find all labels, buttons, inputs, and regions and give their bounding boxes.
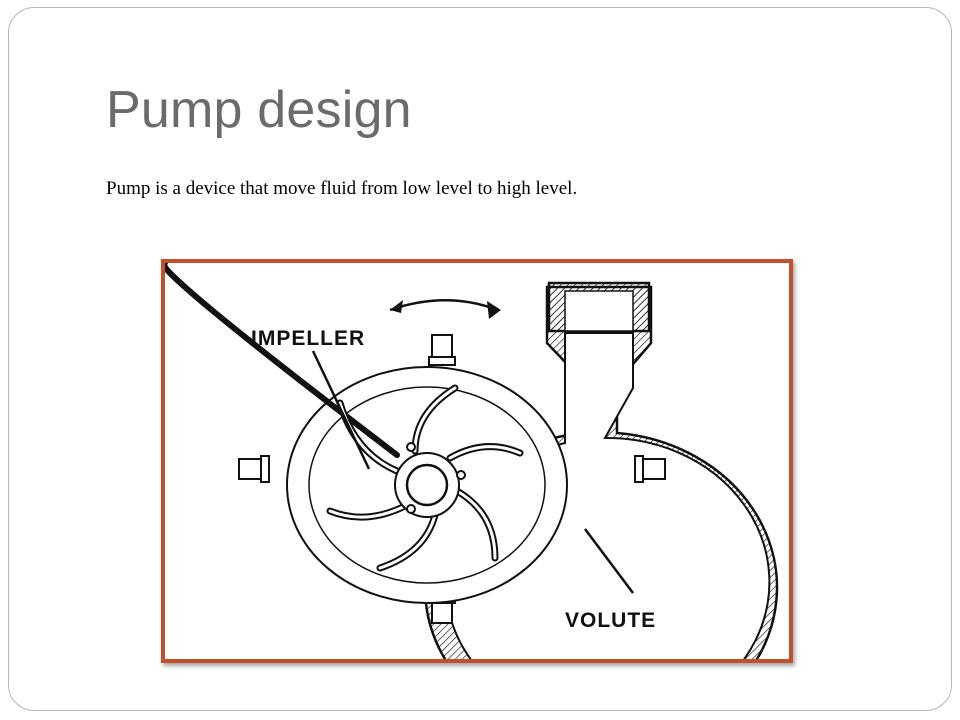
impeller-label: IMPELLER <box>251 327 365 350</box>
impeller-leader-line <box>311 350 371 470</box>
impeller <box>165 263 568 604</box>
pump-diagram-figure: IMPELLER VOLUTE <box>161 259 793 663</box>
volute-leader-line <box>584 528 634 594</box>
slide-body-text: Pump is a device that move fluid from lo… <box>106 178 578 199</box>
volute-label: VOLUTE <box>565 609 656 632</box>
slide-title: Pump design <box>106 81 412 139</box>
rotation-arrow <box>389 299 501 319</box>
pump-diagram: IMPELLER VOLUTE <box>165 263 779 659</box>
